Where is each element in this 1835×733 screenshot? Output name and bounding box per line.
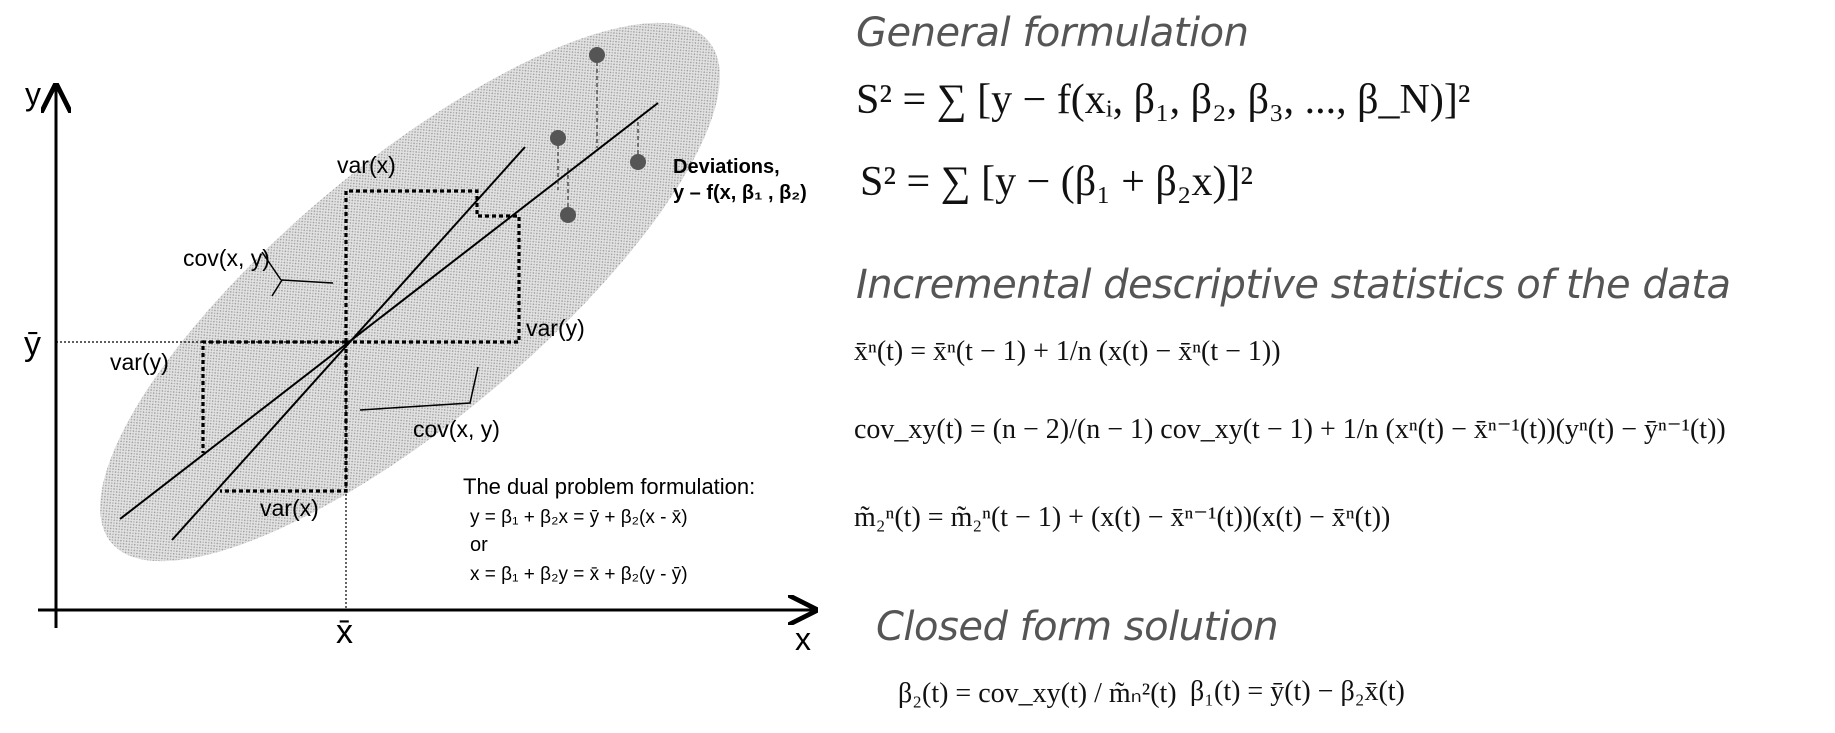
- cov-bottom-leader: [359, 366, 479, 411]
- regression-line-y-on-x: [119, 102, 659, 520]
- deviations-formula: y – f(x, β₁ , β₂): [673, 182, 807, 204]
- dual-or: or: [470, 534, 488, 556]
- deviation-points: [550, 47, 646, 223]
- variance-boxes: [201, 189, 521, 493]
- var-x-top-label: var(x): [337, 152, 396, 178]
- regression-diagram: y x ȳ x̄ var(x) var(y) var(y) var(x) cov…: [24, 22, 840, 657]
- mean-update-formula: x̄ⁿ(t) = x̄ⁿ(t − 1) + 1/n (x(t) − x̄ⁿ(t …: [854, 336, 1281, 367]
- beta2-formula: β₂(t) = cov_xy(t) / m̃ₙ²(t): [898, 678, 1177, 709]
- y-axis-label: y: [25, 76, 41, 112]
- beta1-formula: β₁(t) = ȳ(t) − β₂x̄(t): [1190, 676, 1405, 707]
- data-point: [630, 154, 646, 170]
- cov-top-leader: [271, 279, 334, 297]
- cov-bottom-label: cov(x, y): [413, 416, 500, 442]
- data-ellipse: [100, 22, 720, 562]
- cov-top-leader-2: [261, 251, 282, 281]
- formulas-panel: General formulation S² = ∑ [y − f(xᵢ, β₁…: [850, 0, 1830, 733]
- dual-eq2: x = β₁ + β₂y = x̄ + β₂(y - ȳ): [470, 564, 688, 585]
- deviations-label: Deviations,: [673, 156, 780, 178]
- incremental-statistics-heading: Incremental descriptive statistics of th…: [856, 262, 1731, 308]
- closed-form-heading: Closed form solution: [876, 604, 1279, 650]
- xbar-label: x̄: [336, 613, 353, 651]
- dual-eq1: y = β₁ + β₂x = ȳ + β₂(x - x̄): [470, 507, 688, 528]
- s2-linear-formula: S² = ∑ [y − (β₁ + β₂x)]²: [860, 159, 1254, 205]
- cov-update-formula: cov_xy(t) = (n − 2)/(n − 1) cov_xy(t − 1…: [854, 414, 1726, 445]
- general-formulation-heading: General formulation: [856, 10, 1249, 56]
- var-x-bottom-label: var(x): [260, 495, 319, 521]
- var-y-right-label: var(y): [526, 315, 585, 341]
- dual-title: The dual problem formulation:: [463, 474, 755, 499]
- var-y-left-label: var(y): [110, 349, 169, 375]
- regression-line-x-on-y: [171, 146, 526, 541]
- data-point: [550, 130, 566, 146]
- data-point: [589, 47, 605, 63]
- m2-update-formula: m̃₂ⁿ(t) = m̃₂ⁿ(t − 1) + (x(t) − x̄ⁿ⁻¹(t)…: [854, 502, 1391, 533]
- ybar-label: ȳ: [24, 325, 41, 363]
- cov-top-label: cov(x, y): [183, 245, 270, 271]
- x-axis-label: x: [795, 621, 811, 657]
- s2-general-formula: S² = ∑ [y − f(xᵢ, β₁, β₂, β₃, ..., β_N)]…: [856, 77, 1471, 123]
- data-point: [560, 207, 576, 223]
